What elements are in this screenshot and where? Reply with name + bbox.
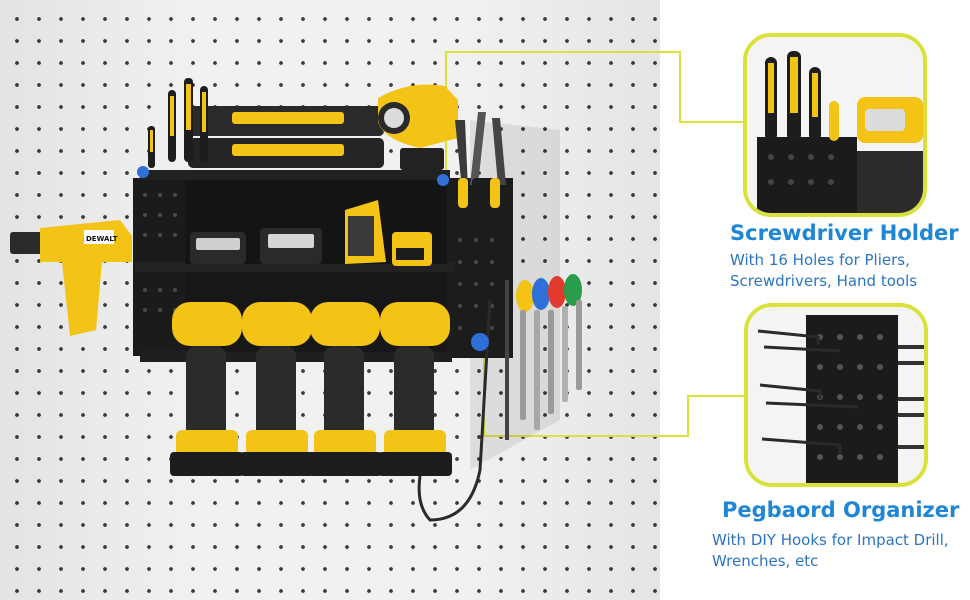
heat-gun: DEWALT [10,220,132,336]
side-hook-tools [505,274,582,440]
pegboard-organizer-detail [748,307,924,483]
screwdrivers [148,78,208,168]
heat-gun-brand-label: DEWALT [86,235,118,243]
impact-drills [170,302,452,476]
pegboard-organizer-desc-line-2: Wrenches, etc [712,552,819,570]
marker-left [137,166,149,178]
batteries [190,200,432,266]
pegboard-organizer-callout [744,303,928,487]
drill-3 [308,302,382,476]
screwdriver-holder-title: Screwdriver Holder [730,221,959,245]
screwdriver-holder-desc-line-1: With 16 Holes for Pliers, [730,251,910,269]
drill-1 [170,302,244,476]
pegboard-organizer-desc-line-1: With DIY Hooks for Impact Drill, [712,531,949,549]
tool-cases [188,106,384,168]
flashlight [378,84,458,170]
screwdriver-holder-desc-line-2: Screwdrivers, Hand tools [730,272,918,290]
screwdriver-holder-callout [743,33,927,217]
screwdriver-holder-detail [747,37,923,213]
power-cord [417,299,492,522]
drill-2 [240,302,314,476]
pegboard-organizer-title: Pegbaord Organizer [722,498,960,522]
drill-4 [378,302,452,476]
marker-center [437,174,449,186]
marker-bottom [471,333,489,351]
pliers [455,112,506,210]
